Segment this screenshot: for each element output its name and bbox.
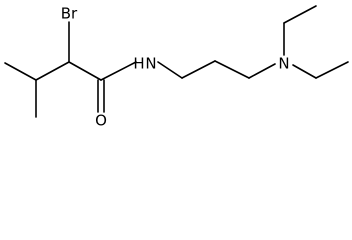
bond-chbr-to-carbonyl bbox=[68, 61, 102, 81]
molecule-canvas: Br H N N O bbox=[4, 5, 349, 130]
atom-br: Br bbox=[61, 5, 78, 23]
bond-ethyl-right-ch2-to-ch3 bbox=[315, 61, 349, 79]
atom-n-amine: N bbox=[278, 55, 289, 73]
bond-n-to-ch2-a bbox=[157, 61, 183, 79]
atom-o: O bbox=[95, 112, 107, 130]
bond-ch-to-chbr bbox=[35, 61, 70, 81]
atom-n-amide: N bbox=[145, 55, 156, 73]
structure-diagram: Br H N N O bbox=[4, 5, 349, 130]
bond-ch2-c-to-amine-n bbox=[248, 63, 276, 79]
bond-ch2-b-to-ch2-c bbox=[214, 60, 250, 79]
bond-methyl-top-to-ch bbox=[4, 62, 37, 81]
bond-carbonyl-to-n bbox=[100, 61, 137, 81]
bonds bbox=[4, 5, 349, 118]
bond-ch2-a-to-ch2-b bbox=[181, 60, 216, 79]
atom-n-amide-h: H bbox=[133, 55, 144, 73]
bond-amine-n-to-ethyl-right bbox=[292, 64, 317, 79]
atom-labels: Br H N N O bbox=[61, 5, 290, 130]
bond-ethyl-up-ch2-to-ch3 bbox=[283, 5, 317, 24]
